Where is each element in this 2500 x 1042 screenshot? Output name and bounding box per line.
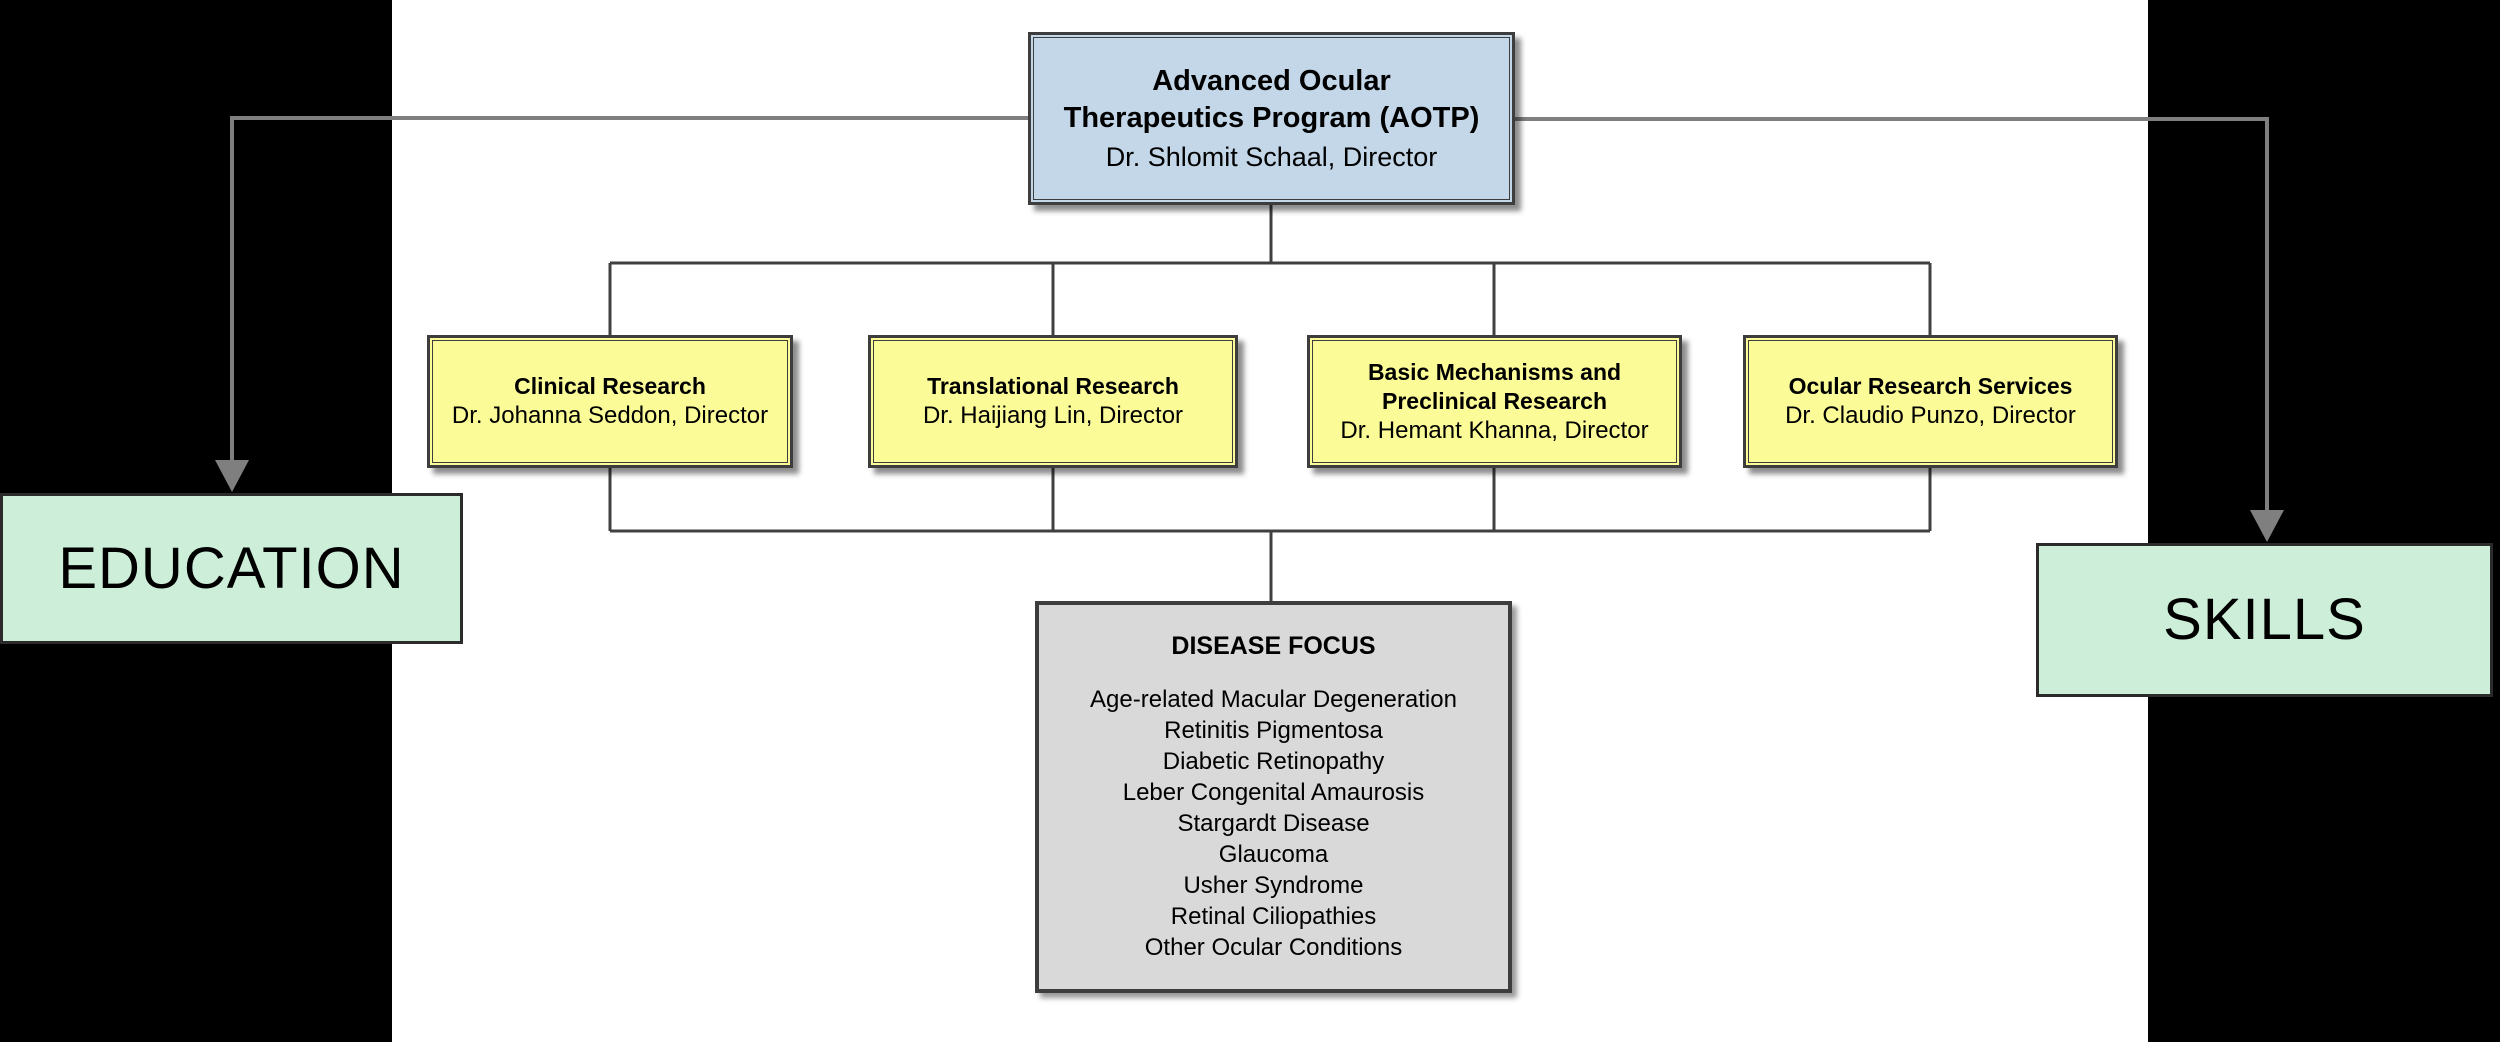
dept-content: Ocular Research Services Dr. Claudio Pun… xyxy=(1746,372,2115,431)
skills-box: SKILLS xyxy=(2036,543,2493,697)
tree-connectors xyxy=(608,205,1932,601)
disease-focus-title: DISEASE FOCUS xyxy=(1171,632,1376,660)
dept-node-basic-mechanisms-preclinical: Basic Mechanisms and Preclinical Researc… xyxy=(1307,335,1682,468)
skills-label: SKILLS xyxy=(2163,587,2366,652)
disease-focus-item: Glaucoma xyxy=(1218,841,1329,868)
side-arrows xyxy=(215,116,2284,542)
dept-node-ocular-research-services: Ocular Research Services Dr. Claudio Pun… xyxy=(1743,335,2118,468)
root-title-line-2: Therapeutics Program (AOTP) xyxy=(1063,102,1480,134)
dept-title-line-1: Clinical Research xyxy=(514,373,706,399)
root-title-line-1: Advanced Ocular xyxy=(1152,65,1391,97)
disease-focus-item: Retinal Ciliopathies xyxy=(1170,903,1377,930)
disease-focus-item: Age-related Macular Degeneration xyxy=(1090,686,1457,713)
dept-title-line-1: Basic Mechanisms and xyxy=(1367,358,1622,385)
dept-subtitle: Dr. Haijiang Lin, Director xyxy=(922,402,1184,429)
dept-content: Clinical Research Dr. Johanna Seddon, Di… xyxy=(430,372,790,431)
root-node-content: Advanced Ocular Therapeutics Program (AO… xyxy=(1031,63,1512,174)
disease-focus-content: DISEASE FOCUS Age-related Macular Degene… xyxy=(1039,631,1508,963)
education-arrow-line xyxy=(230,116,1028,462)
root-node-aotp: Advanced Ocular Therapeutics Program (AO… xyxy=(1028,32,1515,205)
disease-focus-item: Retinitis Pigmentosa xyxy=(1164,717,1383,744)
disease-focus-node: DISEASE FOCUS Age-related Macular Degene… xyxy=(1035,601,1512,993)
dept-subtitle: Dr. Hemant Khanna, Director xyxy=(1340,416,1649,444)
disease-focus-item: Leber Congenital Amaurosis xyxy=(1122,779,1425,806)
skills-arrowhead-icon xyxy=(2250,510,2284,542)
skills-arrow-line xyxy=(1515,117,2269,512)
education-label: EDUCATION xyxy=(58,535,405,601)
dept-title-line-1: Ocular Research Services xyxy=(1788,373,2073,399)
dept-title-line-2: Preclinical Research xyxy=(1381,387,1608,414)
education-arrowhead-icon xyxy=(215,460,249,492)
disease-focus-item: Other Ocular Conditions xyxy=(1144,934,1403,961)
education-box: EDUCATION xyxy=(0,493,463,644)
dept-subtitle: Dr. Johanna Seddon, Director xyxy=(451,402,769,429)
root-subtitle: Dr. Shlomit Schaal, Director xyxy=(1105,142,1438,172)
dept-content: Translational Research Dr. Haijiang Lin,… xyxy=(871,372,1235,431)
dept-node-translational-research: Translational Research Dr. Haijiang Lin,… xyxy=(868,335,1238,468)
disease-focus-item: Usher Syndrome xyxy=(1183,872,1364,899)
dept-title-line-1: Translational Research xyxy=(927,373,1179,399)
dept-node-clinical-research: Clinical Research Dr. Johanna Seddon, Di… xyxy=(427,335,793,468)
dept-content: Basic Mechanisms and Preclinical Researc… xyxy=(1310,358,1679,446)
disease-focus-item: Diabetic Retinopathy xyxy=(1162,748,1385,775)
dept-subtitle: Dr. Claudio Punzo, Director xyxy=(1785,402,2076,429)
disease-focus-item: Stargardt Disease xyxy=(1177,810,1370,837)
